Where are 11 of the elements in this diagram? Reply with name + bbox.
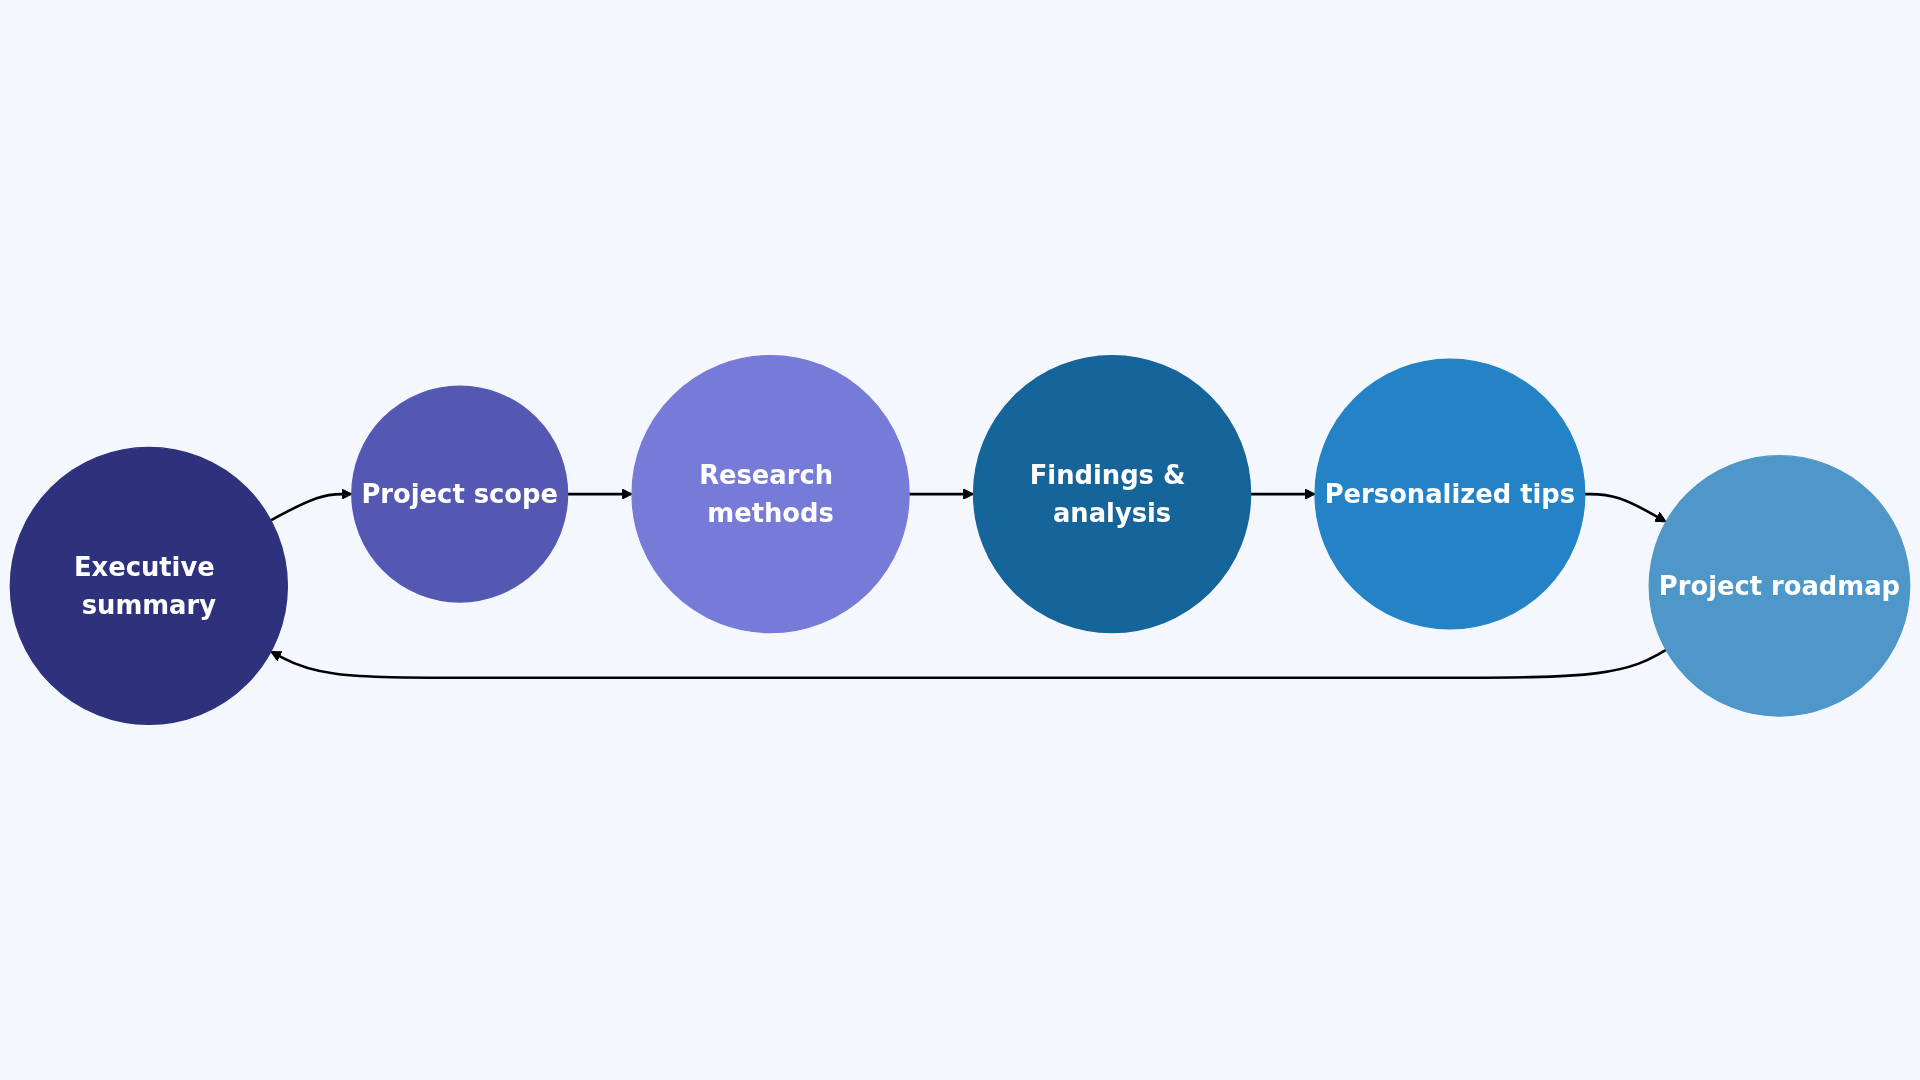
node-circle: Research methods — [631, 354, 910, 634]
arrow — [1584, 492, 1667, 523]
arrow — [1250, 488, 1316, 500]
arrow — [270, 648, 1667, 679]
node-circle: Executive summary — [9, 446, 289, 726]
node-circle: Findings & analysis — [972, 354, 1252, 634]
node-circle: Personalized tips — [1314, 358, 1586, 630]
node-circle: Project scope — [351, 385, 569, 603]
arrow — [567, 488, 633, 500]
arrow — [270, 488, 353, 522]
node-circle: Project roadmap — [1648, 455, 1911, 717]
